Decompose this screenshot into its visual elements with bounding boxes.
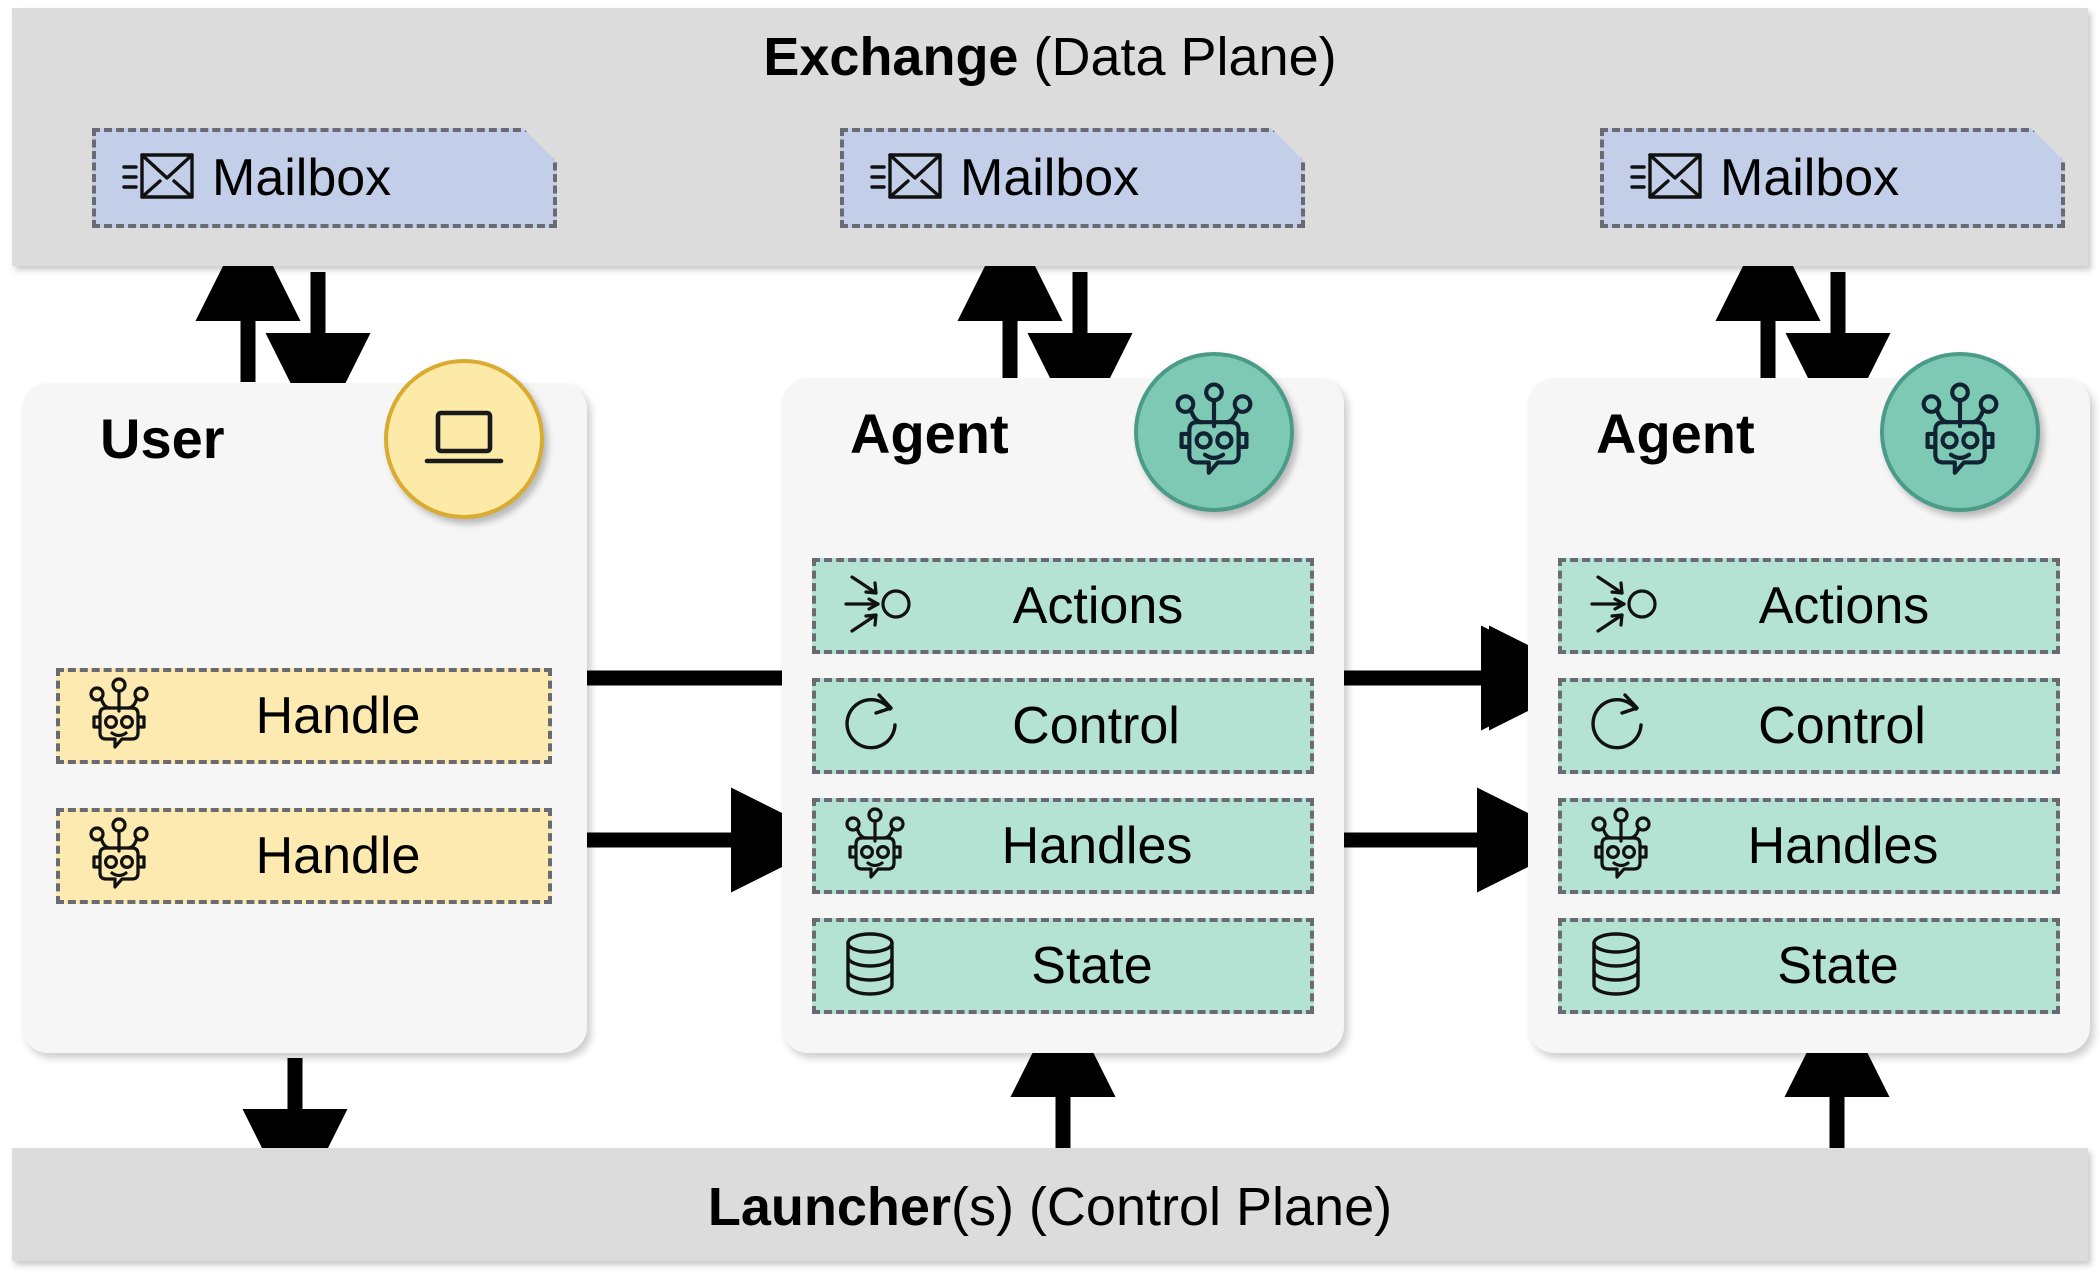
- launcher-title-bold: Launcher: [707, 1177, 951, 1237]
- user-handle-row-1[interactable]: Handle: [56, 808, 552, 904]
- mailbox-user[interactable]: Mailbox: [92, 128, 557, 228]
- agent-row-handles[interactable]: Handles: [1558, 798, 2060, 894]
- agent-row-label: Handles: [1747, 817, 1939, 875]
- mailbox-agent-2[interactable]: Mailbox: [1600, 128, 2065, 228]
- user-handle-row-0[interactable]: Handle: [56, 668, 552, 764]
- agent-card-2: Agent: [1528, 352, 2090, 1053]
- agent-row-handles[interactable]: Handles: [812, 798, 1314, 894]
- mailbox-agent-1[interactable]: Mailbox: [840, 128, 1305, 228]
- envelope-icon: [1630, 145, 1708, 212]
- robot-icon-badge: [1880, 352, 2040, 512]
- agent-row-label: Handles: [1001, 817, 1193, 875]
- envelope-icon: [870, 145, 948, 212]
- agent-row-label: Actions: [1758, 577, 1930, 635]
- agent-row-label: Actions: [1012, 577, 1184, 635]
- robot-icon: [838, 806, 912, 886]
- robot-icon: [82, 816, 156, 896]
- user-title: User: [100, 407, 225, 470]
- mailbox-label: Mailbox: [960, 149, 1140, 207]
- laptop-icon-badge: [384, 359, 544, 519]
- agent-row-label: State: [1031, 937, 1153, 995]
- robot-icon: [1166, 382, 1262, 483]
- converging-arrows-icon: [1584, 569, 1660, 644]
- launcher-title: Launcher(s) (Control Plane): [12, 1180, 2088, 1234]
- agent-title: Agent: [1596, 402, 1755, 465]
- agent-title: Agent: [850, 402, 1009, 465]
- agent-row-control[interactable]: Control: [812, 678, 1314, 774]
- agent-card-1: Agent: [782, 352, 1344, 1053]
- robot-icon: [1912, 382, 2008, 483]
- laptop-icon: [421, 401, 507, 478]
- robot-icon: [1584, 806, 1658, 886]
- agent-row-actions[interactable]: Actions: [1558, 558, 2060, 654]
- launcher-control-plane-bar: Launcher(s) (Control Plane): [12, 1148, 2088, 1261]
- circular-arrow-icon: [838, 689, 910, 764]
- robot-icon-badge: [1134, 352, 1294, 512]
- exchange-data-plane-bar: Exchange (Data Plane) Mailbox: [12, 8, 2088, 266]
- envelope-icon: [122, 145, 200, 212]
- mailbox-label: Mailbox: [212, 149, 392, 207]
- mailbox-label: Mailbox: [1720, 149, 1900, 207]
- exchange-title-rest: (Data Plane): [1018, 27, 1337, 87]
- agent-row-label: State: [1777, 937, 1899, 995]
- user-card: User: [22, 359, 587, 1053]
- exchange-title-bold: Exchange: [763, 27, 1019, 87]
- circular-arrow-icon: [1584, 689, 1656, 764]
- converging-arrows-icon: [838, 569, 914, 644]
- robot-icon: [82, 676, 156, 756]
- launcher-title-rest: (s) (Control Plane): [950, 1177, 1393, 1237]
- agent-row-actions[interactable]: Actions: [812, 558, 1314, 654]
- database-icon: [1584, 928, 1648, 1005]
- user-handle-label: Handle: [255, 827, 421, 885]
- agent-row-state[interactable]: State: [1558, 918, 2060, 1014]
- exchange-title: Exchange (Data Plane): [12, 30, 2088, 84]
- database-icon: [838, 928, 902, 1005]
- user-handle-label: Handle: [255, 687, 421, 745]
- agent-row-label: Control: [1012, 697, 1180, 755]
- agent-row-control[interactable]: Control: [1558, 678, 2060, 774]
- agent-row-state[interactable]: State: [812, 918, 1314, 1014]
- agent-row-label: Control: [1758, 697, 1926, 755]
